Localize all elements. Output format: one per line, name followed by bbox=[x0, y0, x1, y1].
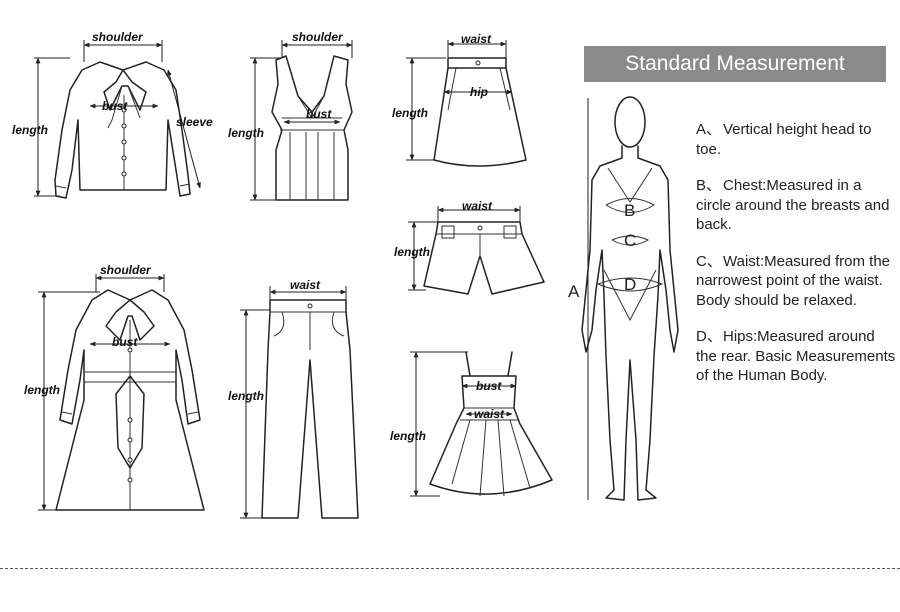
human-figure bbox=[581, 96, 679, 501]
vest-length-label: length bbox=[228, 126, 264, 140]
dress-length-label: length bbox=[390, 429, 426, 443]
definition-d-text: Hips:Measured around the rear. Basic Mea… bbox=[696, 328, 896, 384]
figure-label-c: C bbox=[624, 231, 636, 250]
pants-length-label: length bbox=[228, 389, 264, 403]
definition-b-key: B、 bbox=[696, 177, 722, 194]
definition-a-key: A、 bbox=[696, 121, 722, 138]
blouse-shoulder-label: shoulder bbox=[92, 30, 144, 44]
skirt-length-label: length bbox=[392, 106, 428, 120]
definition-c-text: Waist:Measured from the narrowest point … bbox=[696, 252, 890, 309]
definition-a-text: Vertical height head to toe. bbox=[696, 121, 872, 158]
definition-b-text: Chest:Measured in a circle around the br… bbox=[696, 177, 890, 233]
measurement-definitions: A、Vertical height head to toe. B、Chest:M… bbox=[696, 120, 896, 403]
vest-bust-label: bust bbox=[306, 107, 332, 121]
coat-bust-label: bust bbox=[112, 335, 138, 349]
shorts-dims bbox=[408, 206, 521, 291]
definition-c: C、Waist:Measured from the narrowest poin… bbox=[696, 252, 896, 311]
pants-waist-label: waist bbox=[290, 278, 321, 292]
vest-shoulder-label: shoulder bbox=[292, 30, 344, 44]
figure-label-d: D bbox=[624, 275, 636, 294]
shorts-length-label: length bbox=[394, 245, 430, 259]
definition-a: A、Vertical height head to toe. bbox=[696, 120, 896, 159]
skirt-hip-label: hip bbox=[470, 85, 488, 99]
shorts-drawing bbox=[423, 221, 545, 295]
standard-measurement-header: Standard Measurement bbox=[584, 46, 886, 82]
blouse-bust-label: bust bbox=[102, 99, 128, 113]
dress-dims bbox=[410, 351, 517, 497]
skirt-waist-label: waist bbox=[461, 32, 492, 46]
pants-drawing bbox=[261, 299, 359, 519]
blouse-sleeve-label: sleeve bbox=[176, 115, 213, 129]
skirt-dims bbox=[406, 40, 513, 161]
dress-waist-label: waist bbox=[474, 407, 505, 421]
shorts-waist-label: waist bbox=[462, 199, 493, 213]
definition-c-key: C、 bbox=[696, 252, 722, 270]
definition-d-key: D、 bbox=[696, 328, 722, 345]
coat-shoulder-label: shoulder bbox=[100, 263, 152, 277]
coat-dims bbox=[38, 274, 171, 511]
vest-drawing bbox=[271, 55, 353, 201]
figure-label-a: A bbox=[568, 282, 580, 301]
skirt-drawing bbox=[433, 57, 527, 167]
definition-b: B、Chest:Measured in a circle around the … bbox=[696, 176, 896, 235]
dress-drawing bbox=[429, 351, 553, 497]
dress-bust-label: bust bbox=[476, 379, 502, 393]
blouse-dims bbox=[34, 40, 201, 197]
blouse-drawing bbox=[54, 61, 191, 199]
vest-dims bbox=[250, 40, 353, 201]
figure-label-b: B bbox=[624, 201, 635, 220]
pants-dims bbox=[240, 286, 347, 519]
bottom-dashed-divider bbox=[0, 568, 900, 569]
blouse-length-label: length bbox=[12, 123, 48, 137]
definition-d: D、Hips:Measured around the rear. Basic M… bbox=[696, 327, 896, 386]
coat-length-label: length bbox=[24, 383, 60, 397]
coat-drawing bbox=[55, 289, 205, 511]
